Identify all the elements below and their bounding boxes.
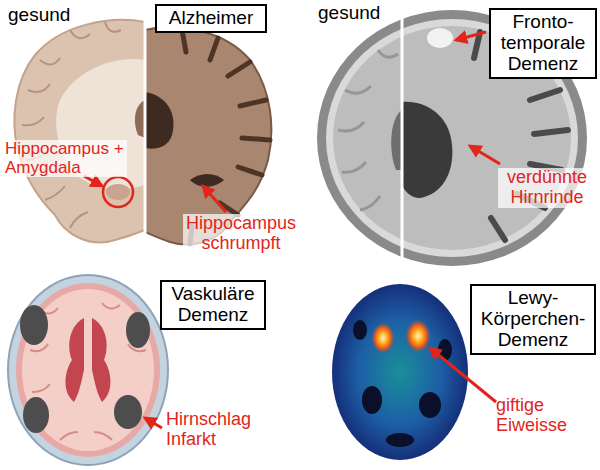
infarct [114,395,142,429]
label-box: Alzheimer [155,4,267,33]
leader-arrow [145,418,162,428]
hippocampus [106,184,130,200]
healthy-ventricle [391,110,402,170]
leader-arrows [84,32,500,428]
infarct [20,305,48,345]
label-box: Fronto- temporale Demenz [489,8,597,79]
pet-scan [332,284,468,460]
ventricle [135,100,145,138]
label-box: Vaskuläre Demenz [160,280,266,330]
healthy-gyri [338,50,398,210]
callout-label: Hirnschlag Infarkt [164,410,268,450]
divider [401,0,404,268]
callout-label: giftige Eiweisse [494,396,594,436]
callout-label: Hippocampus + Amygdala [3,140,127,177]
leader-arrow [430,348,496,402]
widened-sulci [182,30,270,244]
panel-tag: gesund [6,5,96,26]
hot-spot [405,319,431,353]
pet-brain [332,284,468,460]
box-title: Alzheimer [161,8,261,29]
box-title: Vaskuläre Demenz [166,284,260,326]
callout-label: verdünnte Hirnrinde [498,168,596,208]
shrunken-hippocampus [190,174,224,187]
vascular-brain [8,275,168,465]
leader-arrow [203,186,226,212]
label-box: Lewy- Körperchen- Demenz [470,284,596,355]
frontal-lesion [427,28,453,48]
healthy-hemisphere [14,20,145,243]
cold-area [362,386,382,414]
gyri [22,22,121,228]
callout-label: Hippocampus schrumpft [183,214,299,254]
cold-area [353,320,367,340]
box-title: Lewy- Körperchen- Demenz [476,288,590,351]
meninges [16,283,160,457]
ventricles [66,318,111,402]
skull [8,275,168,465]
leader-arrow [456,32,486,40]
infarct [126,312,150,348]
box-title: Fronto- temporale Demenz [495,12,591,75]
infarct [23,397,49,433]
hippocampus-marker [103,177,133,207]
cold-area [419,392,441,418]
leader-arrow [84,176,102,186]
alzheimer-hemisphere [145,27,271,244]
hot-spot [371,322,395,354]
enlarged-ventricle [402,102,452,198]
enlarged-ventricle [145,92,173,149]
cold-area [386,433,414,447]
panel-tag: gesund [316,3,406,24]
leader-arrow [470,146,500,164]
divider [144,14,147,250]
